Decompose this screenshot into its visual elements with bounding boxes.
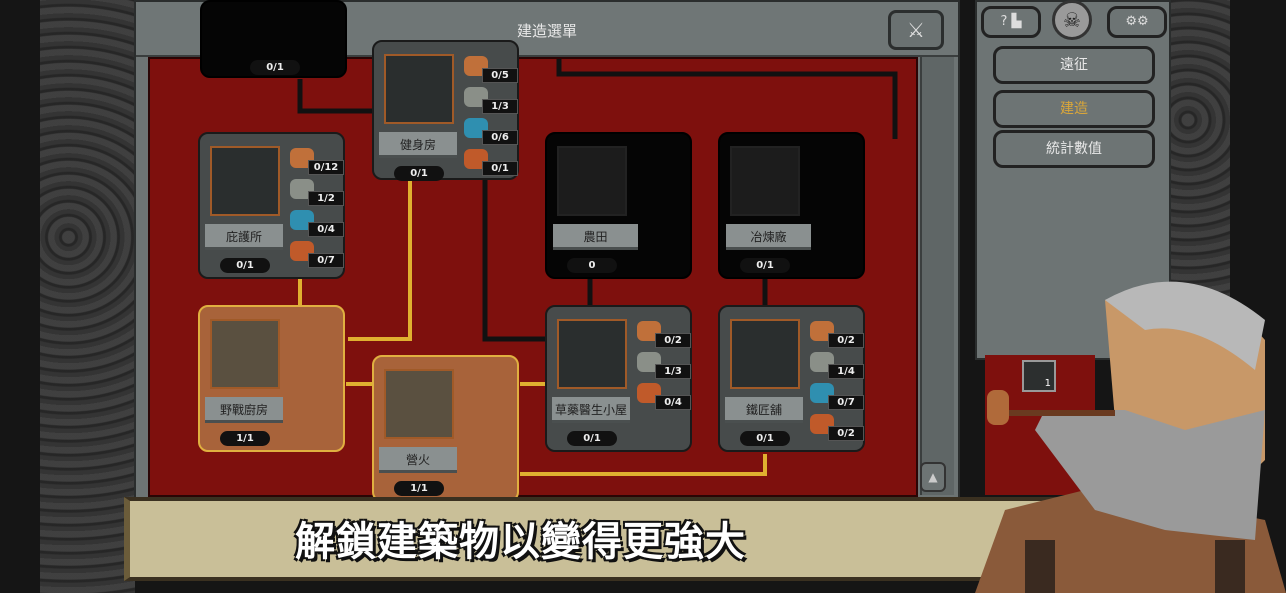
building-name: 野戰廚房: [205, 397, 283, 423]
resource-value: 0/4: [655, 395, 691, 410]
building-name: 鐵匠舖: [725, 397, 803, 423]
scrollbar[interactable]: [920, 57, 954, 495]
resource-cost-food: 0/1: [462, 149, 518, 179]
stone-wall-right: [1170, 0, 1230, 300]
building-name: 冶煉廠: [726, 224, 811, 250]
resource-cost-wood: 0/2: [808, 321, 864, 351]
path-line: [556, 59, 898, 139]
building-card-farm[interactable]: 農田 0: [545, 132, 692, 279]
building-card-herbalist-hut[interactable]: 草藥醫生小屋 0/1 0/2 1/3 0/4: [545, 305, 692, 452]
resource-cost-orb: 0/4: [288, 210, 344, 240]
build-count: 0: [567, 258, 617, 273]
building-image: [210, 146, 280, 216]
resource-value: 0/2: [655, 333, 691, 348]
build-count: 0/1: [567, 431, 617, 446]
crossed-swords-icon: ⚔: [907, 18, 925, 42]
building-name: 營火: [379, 447, 457, 473]
building-image: [384, 54, 454, 124]
build-count: 0/1: [394, 166, 444, 181]
resource-value: 0/7: [308, 253, 344, 268]
resource-cost-food: 0/2: [808, 414, 864, 444]
resource-cost-wood: 0/12: [288, 148, 344, 178]
help-button[interactable]: ? ▙: [981, 6, 1041, 38]
path-line-gold: [520, 454, 767, 476]
building-card-smithy[interactable]: 鐵匠舖 0/1 0/2 1/4 0/7 0/2: [718, 305, 865, 452]
building-name: 草藥醫生小屋: [552, 397, 630, 423]
building-image: [210, 319, 280, 389]
resource-cost-food: 0/7: [288, 241, 344, 271]
building-name: 庇護所: [205, 224, 283, 250]
resource-value: 0/4: [308, 222, 344, 237]
window-title: 建造選單: [516, 22, 577, 40]
inventory-count: 1: [1044, 378, 1051, 389]
building-card-top-partial[interactable]: 0/1: [200, 0, 347, 78]
resource-value: 0/2: [828, 333, 864, 348]
beard: [1035, 410, 1265, 540]
build-count: 0/1: [740, 258, 790, 273]
build-button[interactable]: 建造: [993, 90, 1155, 128]
connection-lines: [297, 59, 898, 476]
resource-cost-orb: 0/6: [462, 118, 518, 148]
building-image: [557, 319, 627, 389]
pipe: [995, 410, 1115, 416]
resource-cost-food: 0/4: [635, 383, 691, 413]
resource-value: 1/2: [308, 191, 344, 206]
building-card-gym[interactable]: 健身房 0/1 0/5 1/3 0/6 0/1: [372, 40, 519, 181]
resource-cost-orb: 0/7: [808, 383, 864, 413]
building-image: [730, 146, 800, 216]
skull-emblem-icon: ☠: [1052, 0, 1092, 40]
building-name: 健身房: [379, 132, 457, 158]
resource-cost-stone: 1/2: [288, 179, 344, 209]
old-man-portrait: [975, 281, 1286, 593]
resource-value: 0/12: [308, 160, 344, 175]
building-image: [730, 319, 800, 389]
statistics-button[interactable]: 統計數值: [993, 130, 1155, 168]
building-card-shelter[interactable]: 庇護所 0/1 0/12 1/2 0/4 0/7: [198, 132, 345, 279]
resource-value: 0/1: [482, 161, 518, 176]
resource-value: 1/3: [655, 364, 691, 379]
path-line: [482, 154, 548, 342]
build-count: 0/1: [250, 60, 300, 75]
resource-cost-stone: 1/4: [808, 352, 864, 382]
resource-cost-wood: 0/5: [462, 56, 518, 86]
building-card-campfire[interactable]: 營火 1/1: [372, 355, 519, 502]
pipe-bowl: [987, 390, 1009, 425]
resource-value: 0/5: [482, 68, 518, 83]
resource-cost-stone: 1/3: [635, 352, 691, 382]
help-icon: ?: [1000, 14, 1008, 29]
building-card-field-kitchen[interactable]: 野戰廚房 1/1: [198, 305, 345, 452]
resource-value: 0/2: [828, 426, 864, 441]
resource-cost-wood: 0/2: [635, 321, 691, 351]
resource-cost-stone: 1/3: [462, 87, 518, 117]
resource-value: 0/6: [482, 130, 518, 145]
path-line: [297, 79, 376, 114]
path-line-gold: [348, 181, 412, 341]
resource-value: 1/3: [482, 99, 518, 114]
building-name: 農田: [553, 224, 638, 250]
building-card-smelter[interactable]: 冶煉廠 0/1: [718, 132, 865, 279]
settings-button[interactable]: ⚙⚙: [1107, 6, 1167, 38]
build-count: 0/1: [740, 431, 790, 446]
resource-value: 1/4: [828, 364, 864, 379]
building-image: [557, 146, 627, 216]
inventory-slot[interactable]: 1: [1022, 360, 1056, 392]
stone-wall-left: [40, 0, 135, 593]
building-image: [384, 369, 454, 439]
hair: [1105, 281, 1265, 370]
build-count: 1/1: [220, 431, 270, 446]
scroll-up-button[interactable]: ▲: [920, 462, 946, 492]
build-count: 1/1: [394, 481, 444, 496]
expedition-button[interactable]: 遠征: [993, 46, 1155, 84]
gear-icon: ⚙⚙: [1125, 14, 1149, 29]
resource-value: 0/7: [828, 395, 864, 410]
build-count: 0/1: [220, 258, 270, 273]
banner-text: 解鎖建築物以變得更強大: [295, 519, 746, 565]
close-button[interactable]: ⚔: [888, 10, 944, 50]
promo-banner: 解鎖建築物以變得更強大: [124, 497, 1064, 581]
